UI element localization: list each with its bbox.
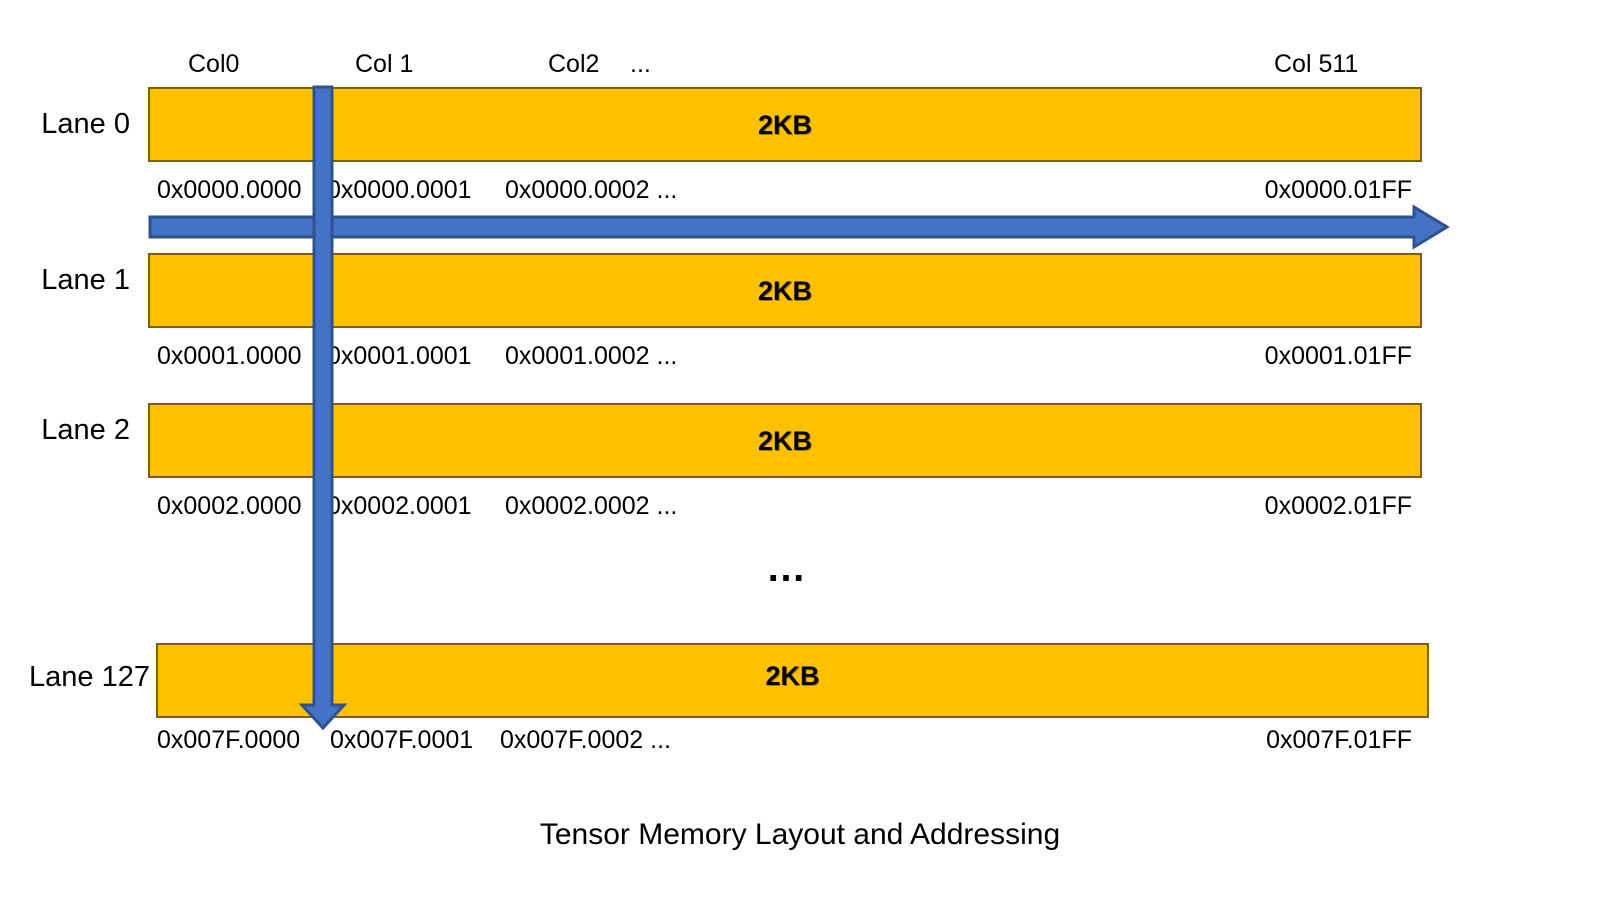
address-lane-127-col1: 0x007F.0001 bbox=[330, 726, 474, 754]
address-lane-0-col1: 0x0000.0001 bbox=[327, 176, 472, 204]
figure-title: Tensor Memory Layout and Addressing bbox=[539, 818, 1061, 851]
address-lane-2-col0: 0x0002.0000 bbox=[157, 492, 302, 520]
address-lane-0-col511: 0x0000.01FF bbox=[1264, 176, 1412, 204]
address-lane-2-col2: 0x0002.0002 ... bbox=[505, 492, 678, 520]
address-lane-127-col511: 0x007F.01FF bbox=[1266, 726, 1412, 754]
address-lane-127-col2: 0x007F.0002 ... bbox=[500, 726, 671, 754]
address-lane-1-col1: 0x0001.0001 bbox=[327, 342, 472, 370]
lane-box-lane-127 bbox=[156, 643, 1429, 718]
address-lane-1-col2: 0x0001.0002 ... bbox=[505, 342, 678, 370]
row-major-address-arrow bbox=[148, 204, 1450, 250]
lane-continuation-ellipsis: … bbox=[766, 546, 808, 590]
lane-label-lane-2: Lane 2 bbox=[41, 414, 130, 446]
address-lane-1-col511: 0x0001.01FF bbox=[1264, 342, 1412, 370]
address-lane-2-col511: 0x0002.01FF bbox=[1264, 492, 1412, 520]
column-header-col0: Col0 bbox=[188, 50, 240, 78]
lane-size-label-lane-2: 2KB bbox=[757, 426, 812, 456]
lane-label-lane-0: Lane 0 bbox=[41, 108, 130, 140]
address-lane-127-col0: 0x007F.0000 bbox=[157, 726, 301, 754]
lane-box-lane-0 bbox=[148, 87, 1422, 162]
column-header-ellipsis: ... bbox=[630, 50, 651, 78]
address-lane-0-col0: 0x0000.0000 bbox=[157, 176, 302, 204]
address-lane-2-col1: 0x0002.0001 bbox=[327, 492, 472, 520]
address-lane-1-col0: 0x0001.0000 bbox=[157, 342, 302, 370]
lane-label-lane-1: Lane 1 bbox=[41, 264, 130, 296]
lane-size-label-lane-127: 2KB bbox=[765, 661, 820, 691]
column-header-col1: Col 1 bbox=[355, 50, 414, 78]
lane-traversal-arrow bbox=[298, 85, 348, 731]
lane-box-lane-2 bbox=[148, 403, 1422, 478]
lane-label-lane-127: Lane 127 bbox=[29, 661, 150, 693]
lane-box-lane-1 bbox=[148, 253, 1422, 328]
lane-size-label-lane-0: 2KB bbox=[757, 110, 812, 140]
address-lane-0-col2: 0x0000.0002 ... bbox=[505, 176, 678, 204]
column-header-col2: Col2 bbox=[548, 50, 600, 78]
lane-size-label-lane-1: 2KB bbox=[757, 276, 812, 306]
column-header-col511: Col 511 bbox=[1274, 50, 1359, 78]
